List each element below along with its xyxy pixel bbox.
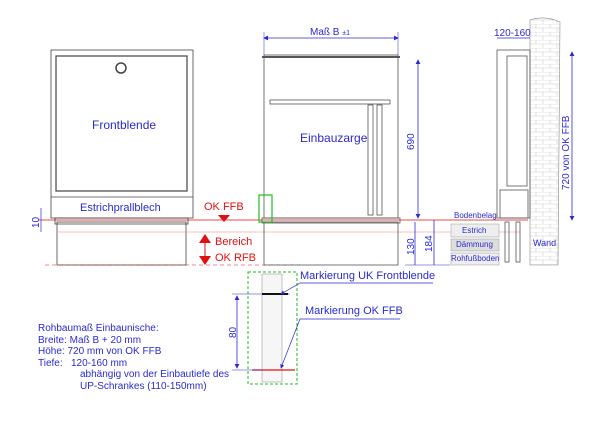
depth-label: 120-160 [494, 28, 531, 39]
note-depth-2: UP-Schrankes (110-150mm) [80, 380, 207, 392]
dim-184: 184 [424, 235, 435, 252]
wall [529, 17, 561, 266]
note-title: Rohbaumaß Einbaunische: [38, 323, 159, 334]
marker-ok-label: Markierung OK FFB [305, 305, 403, 317]
dim-10: 10 [31, 216, 42, 228]
dim-80: 80 [228, 326, 239, 338]
detail-box [247, 271, 298, 385]
dim-130: 130 [406, 238, 417, 255]
bereich-label: Bereich [215, 236, 253, 248]
layer-bodenbelag: Bodenbelag [454, 211, 497, 220]
width-dimension: Maß B ±1 [310, 28, 350, 38]
note-height: Höhe: 720 mm von OK FFB [38, 346, 162, 358]
mounting-frame-view [261, 54, 401, 266]
wall-label: Wand [533, 238, 557, 248]
front-panel-label: Frontblende [92, 118, 157, 132]
layer-daemmung: Dämmung [456, 240, 493, 249]
layer-rohfussboden: Rohfußboden [451, 254, 500, 263]
note-width: Breite: Maß B + 20 mm [38, 334, 142, 346]
note-depth: Tiefe: 120-160 mm [38, 357, 128, 369]
niche-dimensions-note: Rohbaumaß Einbaunische: Breite: Maß B + … [38, 323, 229, 393]
ok-ffb-label: OK FFB [204, 201, 244, 213]
height-label: 720 von OK FFB [561, 115, 572, 190]
layer-estrich: Estrich [462, 226, 487, 235]
cabinet-side-view [496, 49, 531, 263]
note-depth-1: abhängig von der Einbautiefe des [80, 369, 230, 381]
dim-690: 690 [406, 133, 417, 150]
ok-rfb-label: OK RFB [215, 252, 256, 264]
ok-ffb-marker [218, 215, 230, 222]
front-panel-view [50, 49, 194, 266]
screed-plate-label: Estrichprallblech [80, 202, 161, 214]
width-tolerance: ±1 [342, 30, 350, 37]
marker-uk-label: Markierung UK Frontblende [300, 270, 436, 282]
frame-label: Einbauzarge [300, 131, 368, 145]
width-label: Maß B [310, 27, 340, 38]
